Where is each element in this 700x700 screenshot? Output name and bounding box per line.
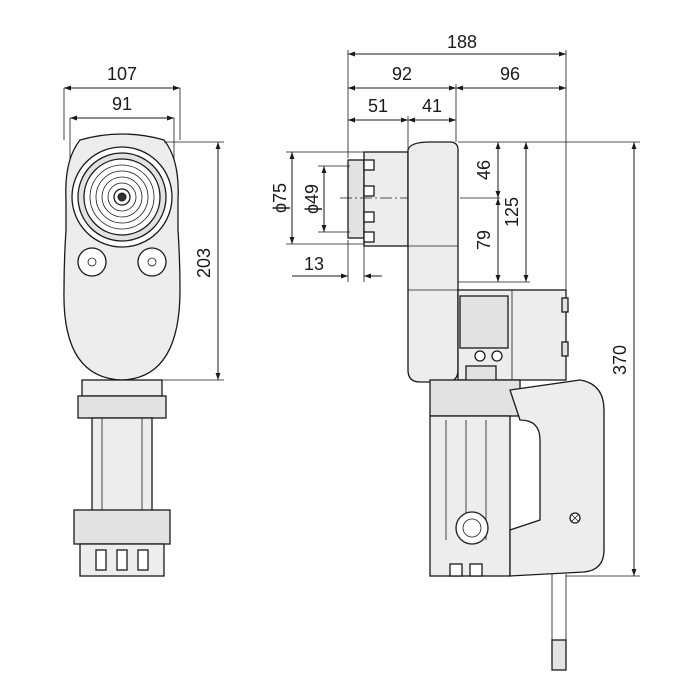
- dim-total-height: 370: [610, 345, 630, 375]
- dim-socket-length: 51: [368, 96, 388, 116]
- side-head: [407, 141, 459, 383]
- dim-lower-offset: 79: [474, 230, 494, 250]
- front-motor-housing: [91, 417, 153, 513]
- dim-socket-depth: 13: [304, 254, 324, 274]
- front-clamp: [73, 509, 171, 545]
- drive-socket-rings: [71, 146, 173, 248]
- power-cable: [551, 574, 567, 648]
- dim-head-width: 41: [422, 96, 442, 116]
- side-view: 188 92 96 51 41 ϕ75 ϕ49 13 46 79: [270, 32, 640, 671]
- front-view: 107 91 203: [63, 64, 224, 577]
- side-handle: [509, 379, 605, 577]
- front-neck: [81, 379, 163, 397]
- side-motor: [429, 415, 511, 577]
- dim-side-right-length: 96: [500, 64, 520, 84]
- front-mount-holes: [77, 247, 167, 277]
- dim-head-height: 125: [502, 197, 522, 227]
- side-neck: [429, 379, 521, 417]
- dim-side-left-length: 92: [392, 64, 412, 84]
- dim-inner-diameter: ϕ49: [302, 184, 322, 214]
- dim-front-outer-width: 107: [107, 64, 137, 84]
- dim-front-inner-width: 91: [112, 94, 132, 114]
- dim-front-height: 203: [194, 248, 214, 278]
- dim-upper-offset: 46: [474, 160, 494, 180]
- dim-outer-diameter: ϕ75: [270, 183, 290, 213]
- side-switch-knob: [455, 511, 489, 545]
- socket-outer: [347, 159, 365, 239]
- dim-side-total-length: 188: [447, 32, 477, 52]
